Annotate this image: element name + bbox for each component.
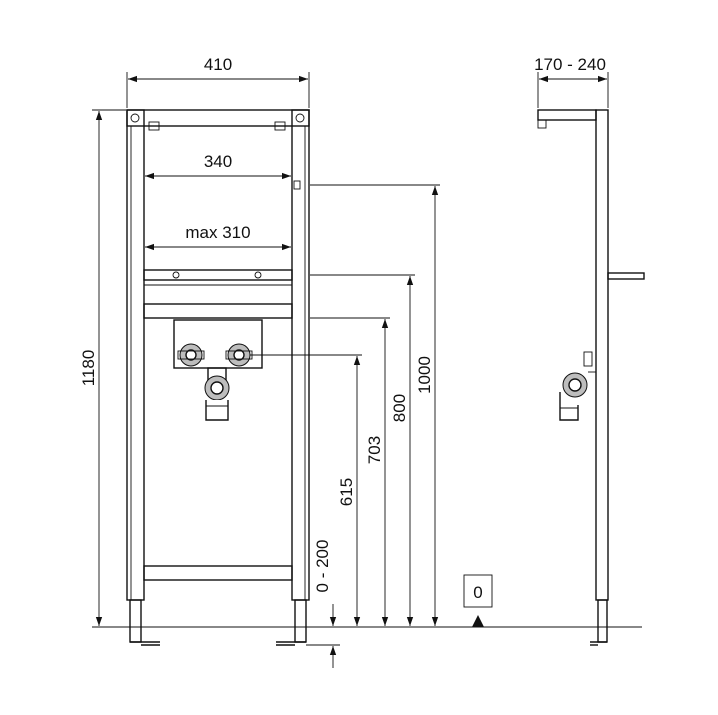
- label-height-615: 615: [337, 478, 356, 506]
- label-height-800: 800: [390, 394, 409, 422]
- dimension-width-410: 410: [126, 55, 310, 108]
- label-height-703: 703: [365, 436, 384, 464]
- label-foot-adjust: 0 - 200: [313, 540, 332, 593]
- dimension-foot-adjust: 0 - 200: [306, 540, 340, 668]
- floor-reference-marker: 0: [463, 574, 493, 627]
- dimension-width-340: 340: [145, 152, 291, 180]
- label-height-1180: 1180: [79, 350, 98, 387]
- label-width-max-310: max 310: [185, 223, 250, 242]
- label-width-340: 340: [204, 152, 232, 171]
- dimension-height-800: 800: [310, 274, 415, 626]
- dimension-height-1000: 1000: [310, 184, 440, 626]
- label-width-410: 410: [204, 55, 232, 74]
- floor-reference-label: 0: [473, 583, 482, 602]
- dimension-height-615: 615: [250, 354, 362, 626]
- dimension-depth: 170 - 240: [534, 55, 609, 108]
- front-view-fittings: [173, 319, 263, 421]
- front-view-feet: [129, 599, 307, 646]
- dimension-height-703: 703: [310, 317, 390, 626]
- dimension-height-1180: 1180: [79, 109, 126, 626]
- side-view-frame: [537, 109, 645, 646]
- label-depth: 170 - 240: [534, 55, 606, 74]
- label-height-1000: 1000: [415, 356, 434, 394]
- dimension-width-max-310: max 310: [145, 223, 291, 251]
